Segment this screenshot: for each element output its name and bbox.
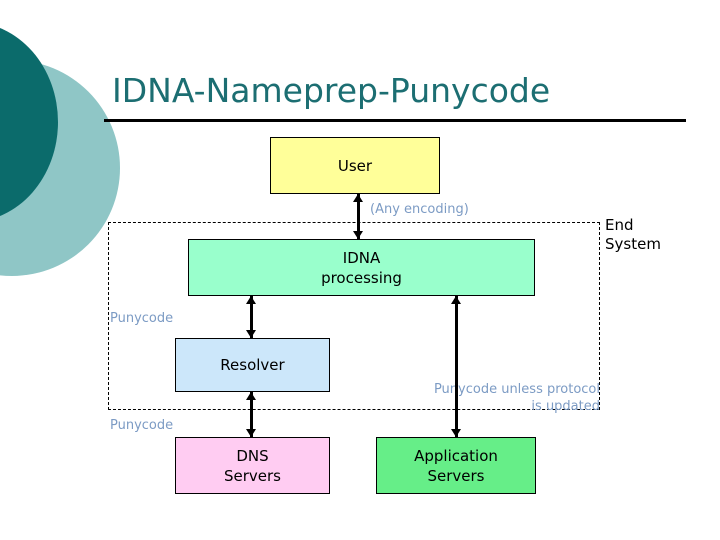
arrow-user-idna-head-up xyxy=(353,194,363,202)
arrow-user-idna-line xyxy=(357,194,360,239)
arrow-idna-app-head-up xyxy=(451,296,461,304)
resolver-box[interactable]: Resolver xyxy=(175,338,330,392)
dns-servers-box[interactable]: DNS Servers xyxy=(175,437,330,494)
idna-processing-box[interactable]: IDNA processing xyxy=(188,239,535,296)
end-system-label-line2: System xyxy=(605,235,661,253)
arrow-resolver-dns-head-up xyxy=(246,392,256,400)
application-servers-label-line2: Servers xyxy=(427,466,485,485)
punycode-note-lower: Punycode xyxy=(110,418,174,433)
user-box-label: User xyxy=(337,156,373,175)
arrow-idna-app-line xyxy=(455,296,458,437)
dns-servers-label-line2: Servers xyxy=(223,466,281,485)
title-divider xyxy=(104,119,686,122)
user-box[interactable]: User xyxy=(270,137,440,194)
idna-processing-label-line1: IDNA xyxy=(342,248,381,267)
arrow-resolver-dns-line xyxy=(250,392,253,437)
arrow-idna-resolver-head-up xyxy=(246,296,256,304)
end-system-boundary xyxy=(108,222,600,410)
end-system-label-line1: End xyxy=(605,216,634,234)
punycode-note-upper: Punycode xyxy=(110,311,174,326)
application-servers-box[interactable]: Application Servers xyxy=(376,437,536,494)
application-servers-label-line1: Application xyxy=(414,446,498,465)
end-system-label: End System xyxy=(605,216,661,254)
punycode-unless-note: Punycode unless protocol is updated xyxy=(433,382,600,414)
arrow-user-idna-head-down xyxy=(353,231,363,239)
idna-processing-label-line2: processing xyxy=(321,268,402,287)
any-encoding-note: (Any encoding) xyxy=(370,202,469,217)
arrow-resolver-dns-head-down xyxy=(246,429,256,437)
dns-servers-label-line1: DNS xyxy=(236,446,269,465)
resolver-box-label: Resolver xyxy=(220,356,285,374)
arrow-idna-resolver-line xyxy=(250,296,253,338)
page-title: IDNA-Nameprep-Punycode xyxy=(112,71,551,110)
arrow-idna-resolver-head-down xyxy=(246,330,256,338)
arrow-idna-app-head-down xyxy=(451,429,461,437)
